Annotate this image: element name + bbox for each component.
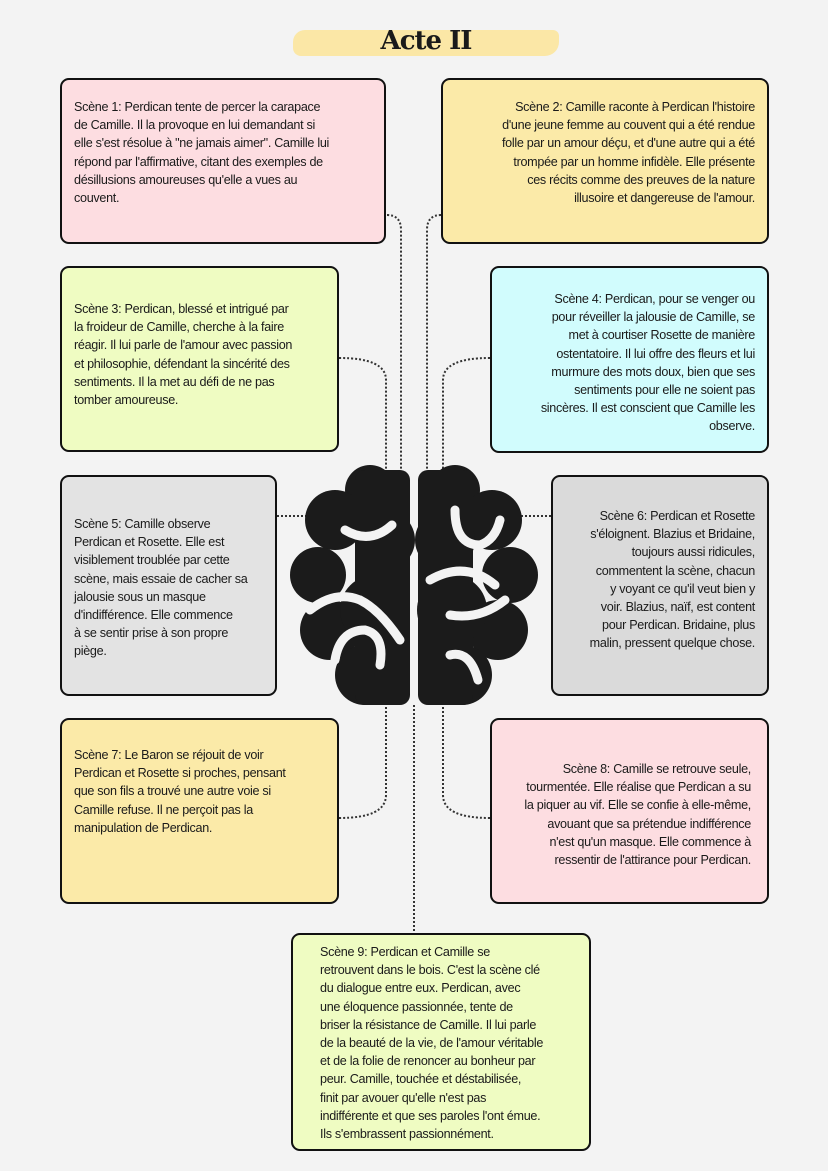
scene-6-card: Scène 6: Perdican et Rosette s'éloignent… [551,475,769,696]
scene-9-card: Scène 9: Perdican et Camille se retrouve… [291,933,591,1151]
scene-2-card: Scène 2: Camille raconte à Perdican l'hi… [441,78,769,244]
connector-scene-4 [442,357,491,470]
connector-scene-3 [338,357,387,470]
scene-3-card: Scène 3: Perdican, blessé et intrigué pa… [60,266,339,452]
connector-scene-7 [338,705,387,819]
scene-4-card: Scène 4: Perdican, pour se venger ou pou… [490,266,769,453]
connector-scene-1 [386,214,402,470]
scene-1-card: Scène 1: Perdican tente de percer la car… [60,78,386,244]
connector-scene-2 [426,214,442,470]
page-title: Acte II [380,26,473,56]
scene-7-card: Scène 7: Le Baron se réjouit de voir Per… [60,718,339,904]
scene-8-card: Scène 8: Camille se retrouve seule, tour… [490,718,769,904]
scene-5-card: Scène 5: Camille observe Perdican et Ros… [60,475,277,696]
title-highlight [293,30,559,56]
brain-icon [290,465,538,705]
connector-scene-8 [442,705,491,819]
